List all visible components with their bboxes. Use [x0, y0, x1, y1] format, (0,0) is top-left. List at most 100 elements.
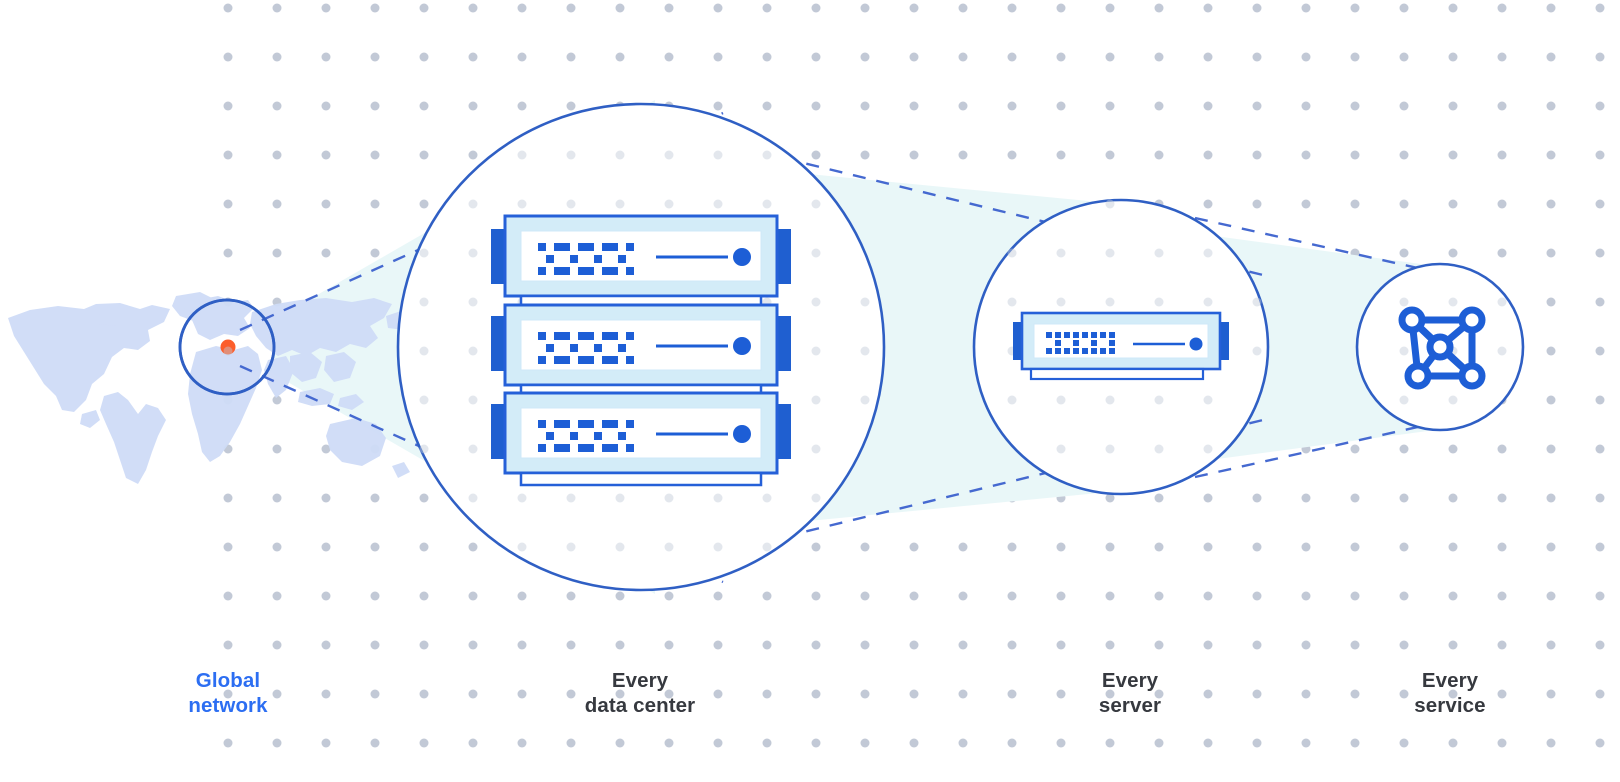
grid-dot-overlay: [419, 444, 429, 454]
grid-dot-overlay: [566, 542, 576, 552]
grid-dot-overlay: [1105, 248, 1115, 258]
grid-dot-overlay: [1105, 395, 1115, 405]
grid-dot-overlay: [860, 297, 870, 307]
grid-dot-overlay: [1105, 444, 1115, 454]
grid-dot-overlay: [811, 248, 821, 258]
graph-node: [1458, 362, 1486, 390]
led-matrix: [1046, 332, 1115, 354]
label-every-service: Every service: [1414, 669, 1486, 717]
grid-dot-overlay: [664, 542, 674, 552]
grid-dot-overlay: [713, 493, 723, 503]
led-matrix: [538, 332, 634, 364]
rack-unit: [491, 214, 791, 298]
grid-dot-overlay: [811, 346, 821, 356]
grid-dot-overlay: [615, 199, 625, 209]
label-every-data-center: Every data center: [584, 669, 696, 717]
grid-dot-overlay: [1203, 444, 1213, 454]
grid-dot-overlay: [1399, 297, 1409, 307]
grid-dot-overlay: [1399, 346, 1409, 356]
grid-dot-overlay: [1252, 346, 1262, 356]
grid-dot-overlay: [468, 248, 478, 258]
grid-dot-overlay: [1448, 297, 1458, 307]
circle-map-zoom-stroke: [178, 298, 276, 396]
grid-dot-overlay: [419, 248, 429, 258]
grid-dot-overlay: [713, 150, 723, 160]
graph-node: [1398, 306, 1426, 334]
map-location-marker: [220, 339, 236, 355]
grid-dot-overlay: [1497, 297, 1507, 307]
label-every-server: Every server: [1098, 669, 1162, 717]
grid-dot-overlay: [1056, 444, 1066, 454]
grid-dot-overlay: [468, 346, 478, 356]
grid-dot-overlay: [762, 542, 772, 552]
grid-dot-overlay: [664, 150, 674, 160]
grid-dot-overlay: [713, 199, 723, 209]
grid-dot-overlay: [811, 199, 821, 209]
grid-dot-overlay: [615, 493, 625, 503]
grid-dot-overlay: [1448, 395, 1458, 405]
grid-dot-overlay: [1056, 248, 1066, 258]
grid-dot-overlay: [762, 493, 772, 503]
grid-dot-overlay: [713, 542, 723, 552]
rack-unit: [491, 303, 791, 387]
led-matrix: [538, 243, 634, 275]
grid-dot-overlay: [762, 150, 772, 160]
grid-dot-overlay: [811, 395, 821, 405]
grid-dot-overlay: [419, 346, 429, 356]
grid-dot-overlay: [223, 346, 233, 356]
grid-dot-overlay: [1105, 199, 1115, 209]
status-dot: [733, 337, 751, 355]
status-dot: [733, 425, 751, 443]
graph-node: [1404, 362, 1432, 390]
grid-dot-overlay: [811, 493, 821, 503]
grid-dot-overlay: [1056, 395, 1066, 405]
grid-dot-overlay: [664, 199, 674, 209]
grid-dot-overlay: [468, 444, 478, 454]
status-dot: [733, 248, 751, 266]
graph-node: [1458, 306, 1486, 334]
grid-dot-overlay: [1007, 297, 1017, 307]
grid-dot-overlay: [1252, 297, 1262, 307]
grid-dot-overlay: [468, 493, 478, 503]
grid-dot-overlay: [615, 542, 625, 552]
grid-dot-overlay: [566, 199, 576, 209]
grid-dot-overlay: [615, 150, 625, 160]
grid-dot-overlay: [860, 395, 870, 405]
grid-dot-overlay: [1203, 395, 1213, 405]
grid-dot-overlay: [811, 444, 821, 454]
grid-dot-overlay: [419, 395, 429, 405]
grid-dot-overlay: [1154, 444, 1164, 454]
server-rack-icon: [491, 214, 791, 487]
grid-dot-overlay: [1105, 297, 1115, 307]
grid-dot-overlay: [1007, 395, 1017, 405]
grid-dot-overlay: [1399, 395, 1409, 405]
grid-dot-overlay: [1154, 395, 1164, 405]
grid-dot-overlay: [517, 150, 527, 160]
rack-base: [519, 471, 763, 487]
grid-dot-overlay: [517, 542, 527, 552]
status-dot: [1189, 337, 1203, 351]
grid-dot-overlay: [468, 297, 478, 307]
label-global-network: Global network: [188, 669, 268, 717]
network-graph-nodes: [1398, 306, 1486, 390]
grid-dot-overlay: [1203, 248, 1213, 258]
world-map-icon: [8, 292, 414, 484]
grid-dot-overlay: [1154, 297, 1164, 307]
grid-dot-overlay: [1497, 346, 1507, 356]
rack-unit: [491, 391, 791, 475]
grid-dot-overlay: [566, 150, 576, 160]
grid-dot-overlay: [1154, 248, 1164, 258]
grid-dot-overlay: [468, 199, 478, 209]
grid-dot-overlay: [860, 346, 870, 356]
led-matrix: [538, 420, 634, 452]
grid-dot-overlay: [517, 493, 527, 503]
grid-dot-overlay: [566, 493, 576, 503]
grid-dot-overlay: [811, 297, 821, 307]
graph-node: [1426, 333, 1454, 361]
grid-dot-overlay: [762, 199, 772, 209]
grid-dot-overlay: [664, 493, 674, 503]
grid-dot-overlay: [1007, 248, 1017, 258]
grid-dot-overlay: [1056, 297, 1066, 307]
